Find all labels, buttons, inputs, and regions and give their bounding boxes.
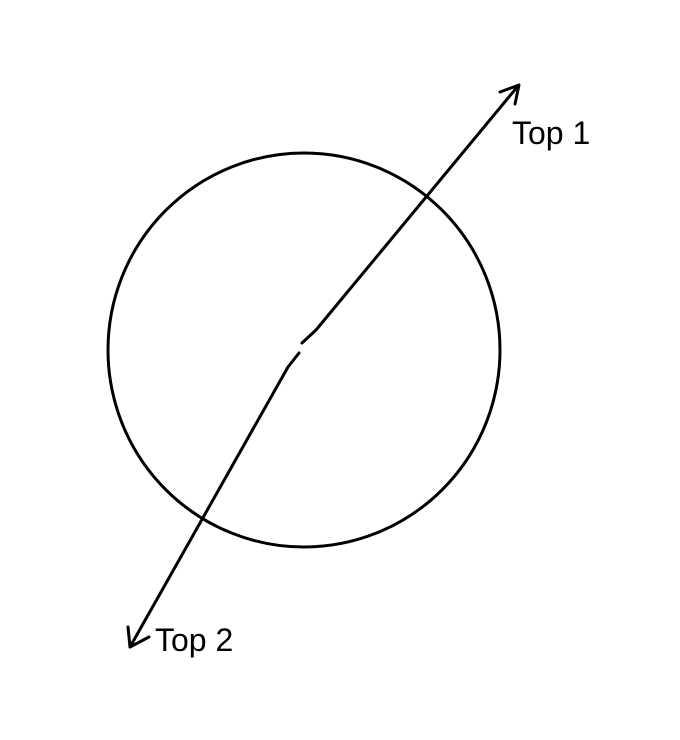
arrow-top-2-head [126,625,151,649]
arrow-top-1-head [498,83,521,106]
label-top-2: Top 2 [155,622,233,658]
arrow-top-2-line [128,351,301,649]
arrow-top-1-line [300,84,520,345]
circle-shape [106,151,502,549]
label-top-1: Top 1 [512,115,590,151]
